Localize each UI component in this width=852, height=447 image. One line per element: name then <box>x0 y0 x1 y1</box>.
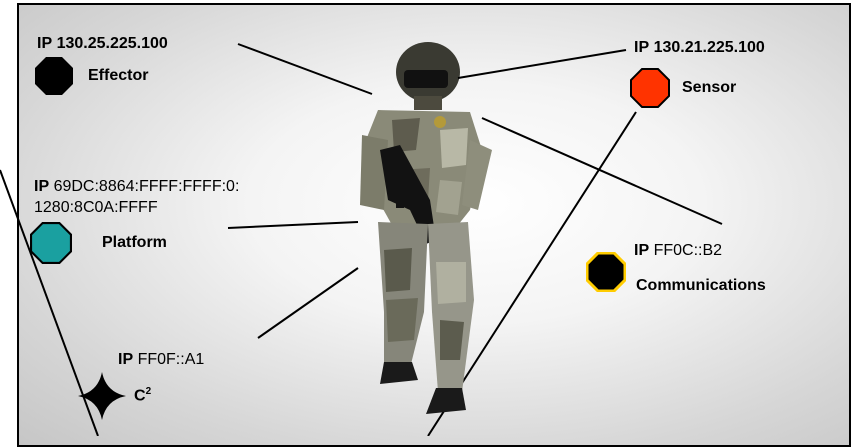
sensor-octagon-icon <box>630 68 670 108</box>
c2-star-icon <box>78 372 126 420</box>
connection-lines <box>0 42 723 436</box>
platform-ip-line2: 1280:8C0A:FFFF <box>34 199 158 216</box>
sensor-ip: IP 130.21.225.100 <box>634 39 765 56</box>
soldier-figure <box>360 42 492 414</box>
effector-label: Effector <box>88 67 149 84</box>
sensor-label: Sensor <box>682 79 737 96</box>
c2-line <box>257 267 359 339</box>
communications-octagon-icon <box>586 252 626 292</box>
c2-ip: IP FF0F::A1 <box>118 351 205 368</box>
effector-line <box>237 43 373 95</box>
effector-octagon-icon <box>35 57 73 95</box>
sensor-line <box>457 49 627 79</box>
effector-ip: IP 130.25.225.100 <box>37 35 168 52</box>
platform-ip-line1: IP 69DC:8864:FFFF:FFFF:0: <box>34 178 240 195</box>
left-edge-line <box>0 169 99 436</box>
c2-label: C2 <box>134 386 152 405</box>
communications-ip: IP FF0C::B2 <box>634 242 723 259</box>
platform-label: Platform <box>102 234 167 251</box>
communications-label: Communications <box>636 277 766 294</box>
communications-line <box>481 117 723 225</box>
platform-line <box>227 221 359 229</box>
platform-octagon-icon <box>30 222 72 264</box>
